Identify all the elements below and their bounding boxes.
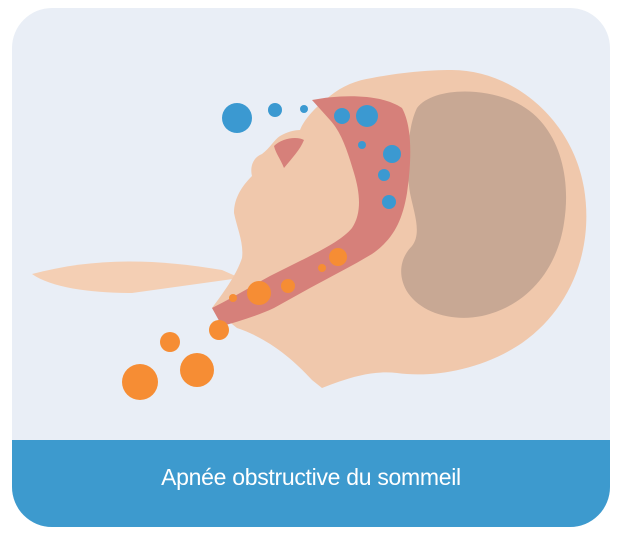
blue-bubble bbox=[358, 141, 366, 149]
orange-bubble bbox=[247, 281, 271, 305]
orange-bubble bbox=[281, 279, 295, 293]
blue-bubble bbox=[300, 105, 308, 113]
orange-bubble bbox=[229, 294, 237, 302]
orange-bubble bbox=[122, 364, 158, 400]
orange-bubble bbox=[329, 248, 347, 266]
apnea-card: Apnée obstructive du sommeil bbox=[12, 8, 610, 527]
blue-bubble bbox=[378, 169, 390, 181]
blue-bubble bbox=[222, 103, 252, 133]
blue-bubble bbox=[382, 195, 396, 209]
caption-label: Apnée obstructive du sommeil bbox=[161, 464, 461, 491]
blue-bubble bbox=[268, 103, 282, 117]
blue-bubble bbox=[383, 145, 401, 163]
sleep-apnea-illustration bbox=[12, 8, 610, 440]
pillow-shape bbox=[32, 261, 240, 293]
orange-bubble bbox=[160, 332, 180, 352]
blue-bubble bbox=[334, 108, 350, 124]
blue-bubble bbox=[356, 105, 378, 127]
orange-bubble bbox=[318, 264, 326, 272]
caption-bar: Apnée obstructive du sommeil bbox=[12, 440, 610, 527]
